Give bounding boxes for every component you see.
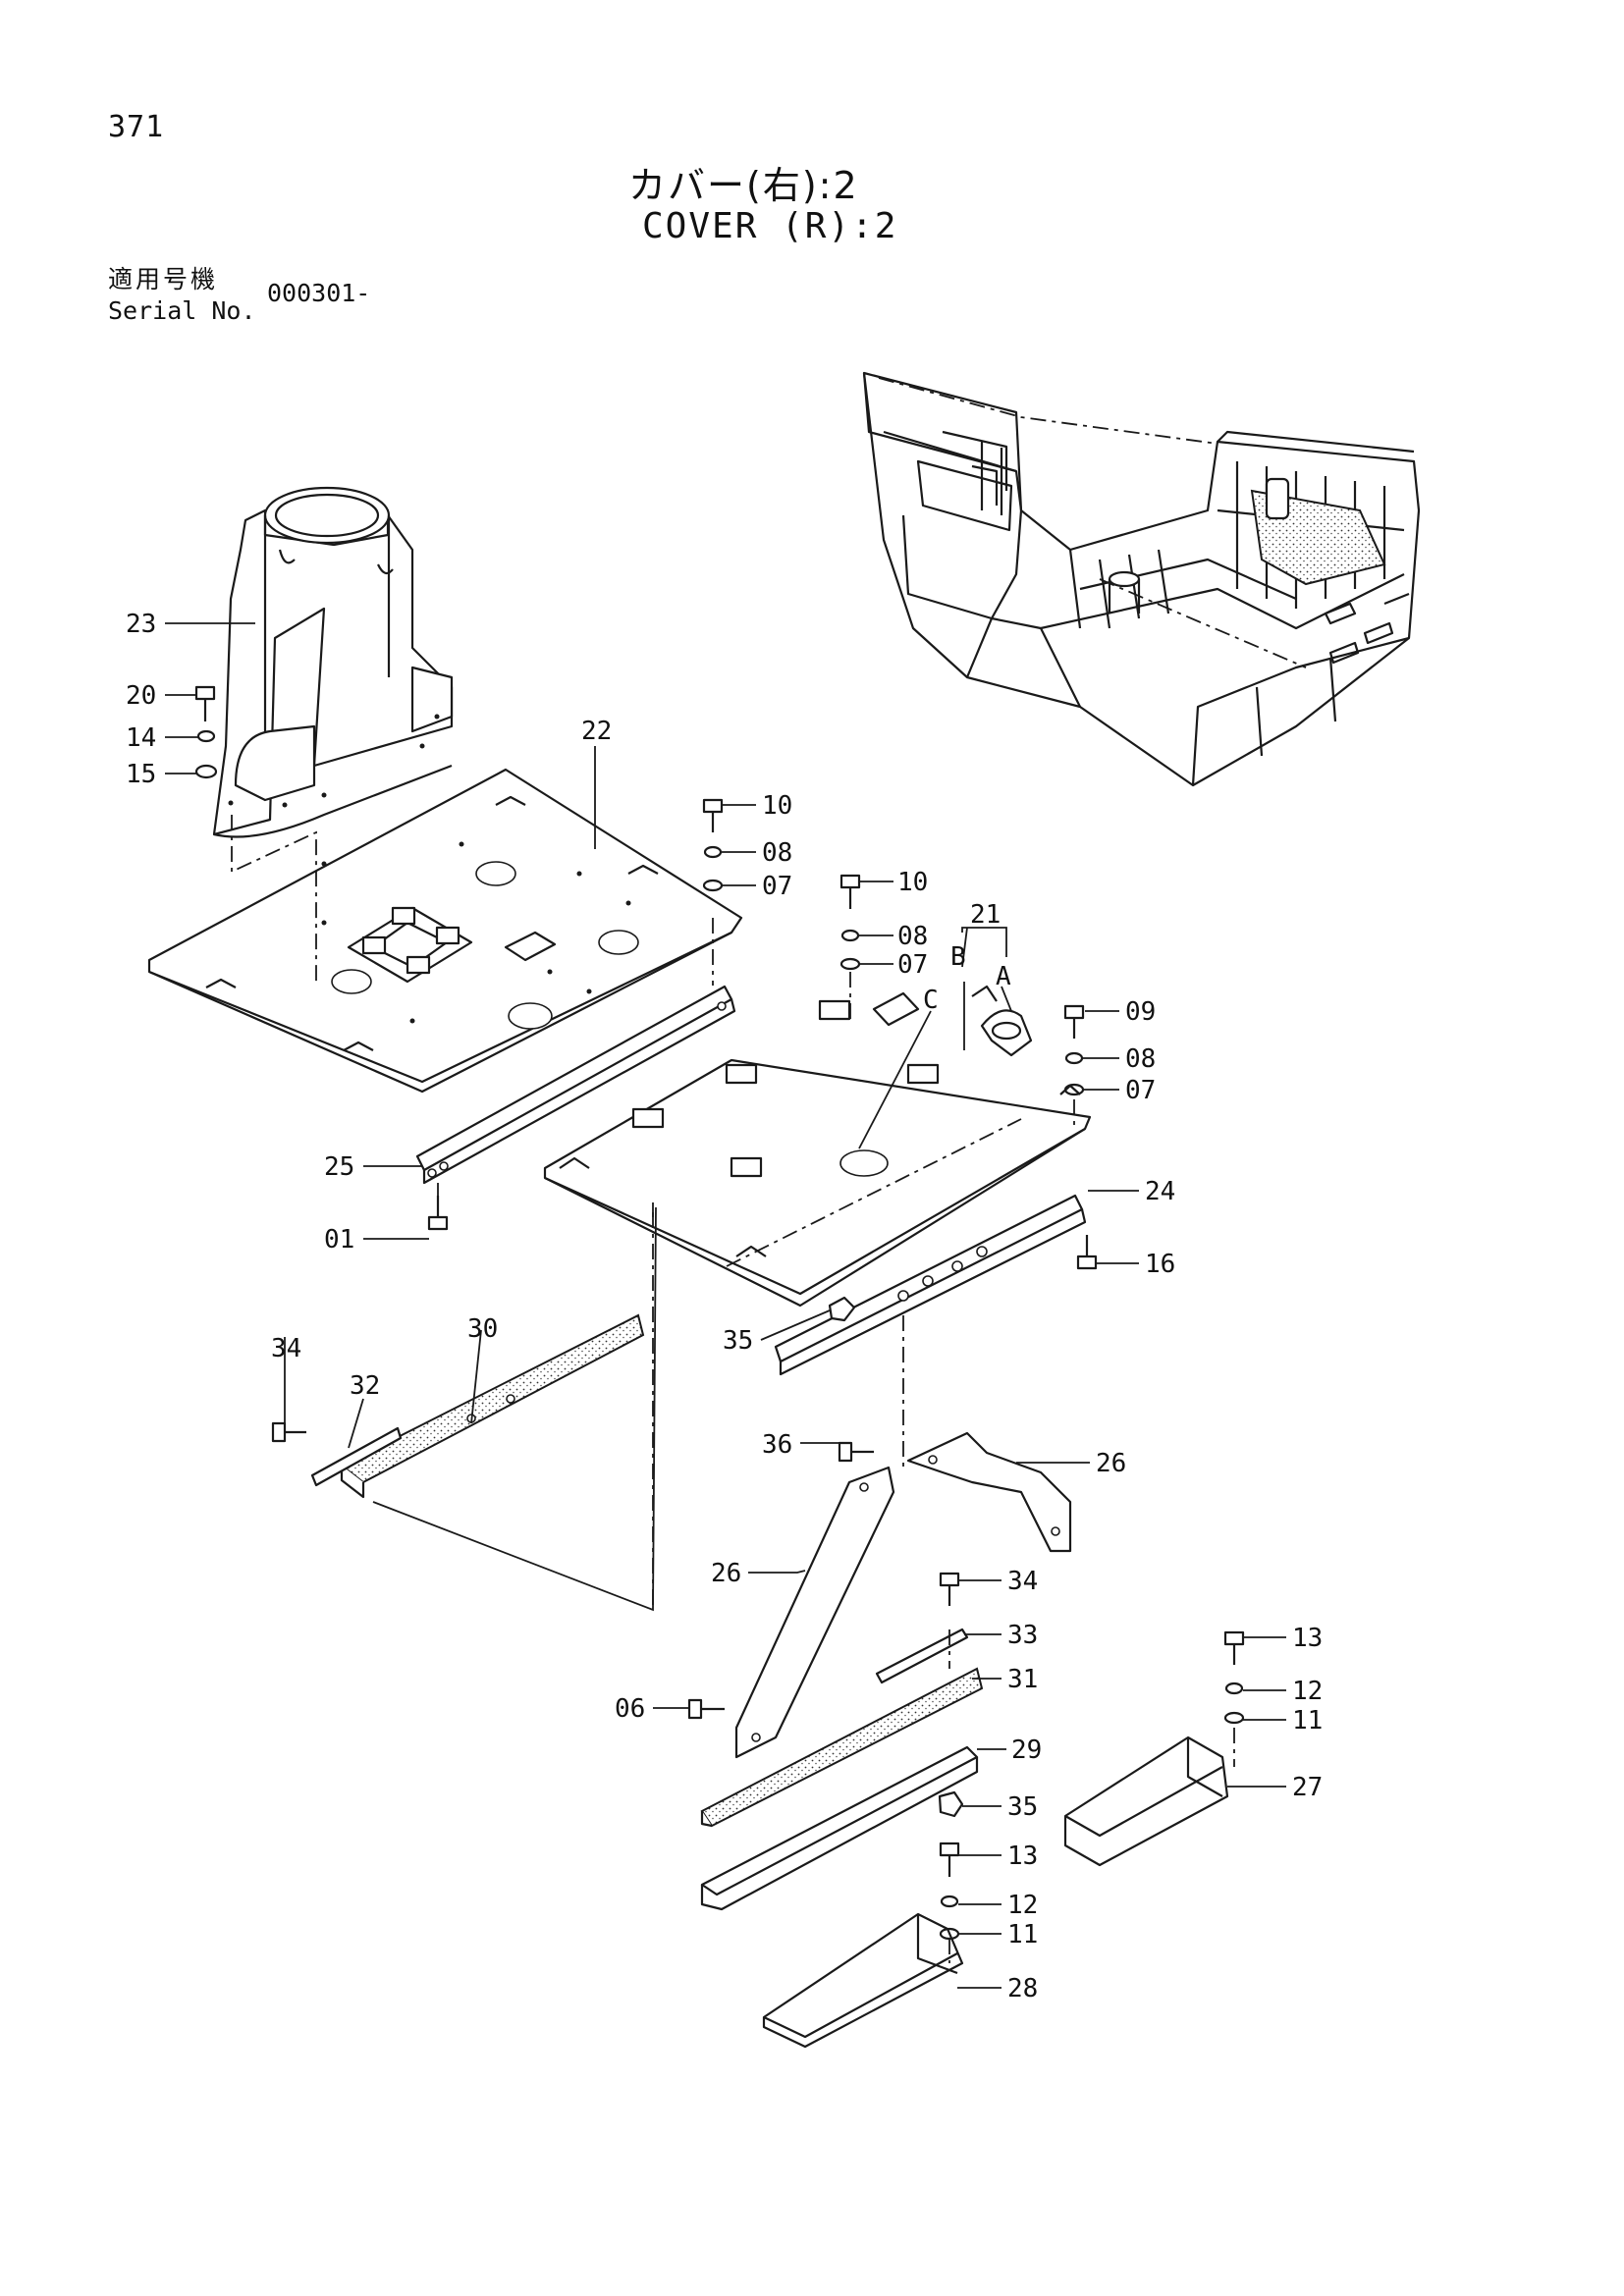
callout-33: 33 [1007, 1621, 1038, 1650]
callout-13-b: 13 [1007, 1842, 1038, 1871]
callout-07-a: 07 [762, 872, 792, 901]
part-22-top-plate [147, 768, 743, 1094]
page-number: 371 [108, 110, 165, 144]
callout-12-a: 12 [1292, 1677, 1323, 1706]
callout-16: 16 [1145, 1250, 1175, 1279]
callout-32: 32 [350, 1371, 380, 1401]
callout-14: 14 [126, 723, 156, 753]
callout-23: 23 [126, 610, 156, 639]
callout-26-b: 26 [711, 1559, 741, 1588]
callout-31: 31 [1007, 1665, 1038, 1694]
callout-24: 24 [1145, 1177, 1175, 1206]
callout-35-b: 35 [1007, 1792, 1038, 1822]
leader-lines [165, 622, 1286, 1989]
callout-34-b: 34 [1007, 1567, 1038, 1596]
callout-15: 15 [126, 760, 156, 789]
part-26-bracket-left [734, 1466, 895, 1759]
part-26-bracket-right [906, 1431, 1072, 1553]
callout-12-b: 12 [1007, 1891, 1038, 1920]
callout-08-a: 08 [762, 838, 792, 868]
title-japanese: カバー(右):2 [628, 164, 859, 207]
callout-C: C [923, 986, 939, 1015]
callout-07-c: 07 [1125, 1076, 1156, 1105]
part-33-strip [875, 1628, 969, 1684]
serial-label-english: Serial No. [108, 296, 256, 325]
callout-26-a: 26 [1096, 1449, 1126, 1478]
callout-A: A [996, 962, 1011, 991]
part-28-box-channel [762, 1912, 964, 2049]
callout-13-a: 13 [1292, 1624, 1323, 1653]
serial-label-japanese: 適用号機 [108, 265, 219, 294]
alignment-lines [231, 815, 1235, 1963]
callout-28: 28 [1007, 1974, 1038, 2003]
part-29-channel [700, 1745, 979, 1911]
part-21-clamp [971, 985, 1033, 1057]
part-30-stippled-plate [340, 1313, 645, 1499]
callout-20: 20 [126, 681, 156, 711]
part-31-stippled-rail [700, 1667, 984, 1828]
hardware-fasteners [194, 685, 1245, 1941]
part-32-strip [310, 1426, 403, 1487]
callout-21: 21 [970, 900, 1001, 930]
callout-27: 27 [1292, 1773, 1323, 1802]
callout-08-b: 08 [897, 922, 928, 951]
callout-10-a: 10 [762, 791, 792, 821]
callout-08-c: 08 [1125, 1044, 1156, 1074]
serial-number-value: 000301- [267, 279, 371, 307]
callout-22: 22 [581, 717, 612, 746]
callout-36: 36 [762, 1430, 792, 1460]
callout-labels: 23 20 14 15 22 10 08 07 10 08 07 21 B A … [126, 610, 1323, 2003]
callout-01: 01 [324, 1225, 354, 1255]
callout-35-a: 35 [723, 1326, 753, 1356]
callout-11-b: 11 [1007, 1920, 1038, 1949]
part-23-cylinder-duct [212, 486, 454, 838]
callout-34-a: 34 [271, 1334, 301, 1363]
callout-29: 29 [1011, 1735, 1042, 1765]
part-27-box-channel [1063, 1735, 1229, 1867]
machine-overview-illustration [862, 371, 1421, 787]
part-25-rail [415, 985, 736, 1185]
callout-11-a: 11 [1292, 1706, 1323, 1735]
part-16-rail [774, 1194, 1087, 1376]
callout-07-b: 07 [897, 950, 928, 980]
callout-09: 09 [1125, 997, 1156, 1027]
title-english: COVER (R):2 [642, 206, 898, 246]
callout-10-b: 10 [897, 868, 928, 897]
callout-B: B [950, 942, 966, 972]
callout-06: 06 [615, 1694, 645, 1724]
callout-25: 25 [324, 1152, 354, 1182]
callout-30: 30 [467, 1314, 498, 1344]
